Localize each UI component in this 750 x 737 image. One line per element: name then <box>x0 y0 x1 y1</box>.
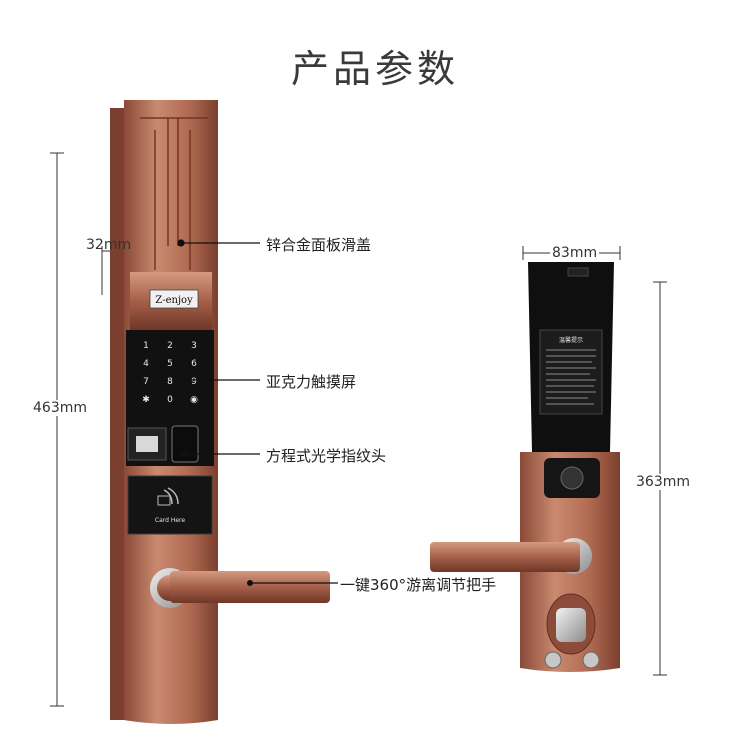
card-icon <box>157 495 171 506</box>
front-width-label: 32mm <box>86 237 132 253</box>
back-width-label: 83mm <box>550 245 600 261</box>
thumb-turn <box>556 608 586 642</box>
card-label: Card Here <box>155 517 185 524</box>
callout-slide-cover: 锌合金面板滑盖 <box>266 236 372 254</box>
brand-badge <box>149 289 199 309</box>
brand-logo: Z-enjoy <box>155 295 193 306</box>
back-handle <box>430 542 580 572</box>
notice-text-lines <box>546 349 596 405</box>
keypad-key: 9 <box>191 377 197 387</box>
keypad-key: ◉ <box>190 395 198 405</box>
battery-latch <box>567 267 589 277</box>
fingerprint-sensor <box>171 425 199 463</box>
keypad-key: 2 <box>167 341 173 351</box>
keypad-key: 6 <box>191 359 197 369</box>
front-lock: Z-enjoy 1 2 3 4 5 6 7 8 9 ✱ 0 ◉ Card Here <box>110 100 330 724</box>
keypad-key: 3 <box>191 341 197 351</box>
front-handle <box>170 571 330 603</box>
speaker-icon <box>560 466 584 490</box>
keypad-key: 8 <box>167 377 173 387</box>
page-title: 产品参数 <box>290 47 459 91</box>
dimension-height-front <box>50 152 64 707</box>
keypad-key: 1 <box>143 341 149 351</box>
callout-lines <box>177 239 338 584</box>
keypad-key: ✱ <box>142 395 150 405</box>
front-height-label: 463mm <box>33 400 87 416</box>
callout-touch-screen: 亚克力触摸屏 <box>266 373 357 391</box>
keypad-key: 5 <box>167 359 173 369</box>
notice-title: 温馨提示 <box>559 336 583 344</box>
keypad-key: 0 <box>167 395 173 405</box>
sensor-chip <box>136 436 158 452</box>
slide-cover-lines <box>140 117 208 270</box>
keypad-key: 4 <box>143 359 149 369</box>
screw-left <box>544 651 562 669</box>
screw-right <box>582 651 600 669</box>
callout-fingerprint: 方程式光学指纹头 <box>266 447 387 465</box>
back-lock: 温馨提示 <box>430 246 621 672</box>
notice-label <box>539 329 603 415</box>
callout-handle: 一键360°游离调节把手 <box>340 576 497 594</box>
back-height-label: 363mm <box>636 474 690 490</box>
keypad-key: 7 <box>143 377 149 387</box>
front-lock-side <box>110 108 124 720</box>
